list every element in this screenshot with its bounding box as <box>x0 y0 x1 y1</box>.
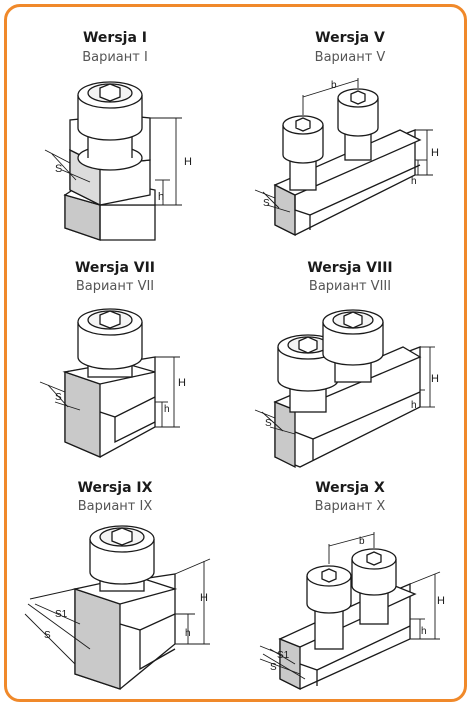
variant-viii-cell: Wersja VIII Вариант VIII H h S <box>235 232 465 469</box>
dim-h-label: h <box>185 628 191 639</box>
variant-viii-title: Wersja VIII <box>307 260 393 276</box>
dim-H-label: H <box>437 595 445 607</box>
variant-x-drawing: b S1 S H h <box>259 532 445 691</box>
dim-s1-label: S1 <box>277 650 290 661</box>
dim-h-label: h <box>411 400 417 411</box>
dim-s-label: S <box>55 163 62 175</box>
dim-h-label: h <box>421 626 427 637</box>
dim-H-label: H <box>200 592 208 604</box>
hex-socket-icon <box>111 527 133 546</box>
variant-v-title: Wersja V <box>315 30 385 46</box>
hex-socket-icon <box>99 310 121 329</box>
dim-s-label: S <box>270 662 277 673</box>
hex-socket-icon <box>99 83 121 102</box>
hex-socket-icon <box>295 117 311 132</box>
dim-s-label: S <box>55 392 62 403</box>
dim-h-label: h <box>164 404 170 415</box>
dim-H-label: H <box>431 147 439 159</box>
dim-H-label: H <box>178 377 186 389</box>
dim-s-label: S <box>263 198 270 209</box>
dim-s-label: S <box>265 418 272 429</box>
variant-vii-subtitle: Вариант VII <box>75 279 155 294</box>
variant-v-screw-1 <box>282 125 324 164</box>
variant-i-cell: Wersja I Вариант I H h S <box>0 0 230 241</box>
variant-vii-title: Wersja VII <box>74 260 156 276</box>
hex-socket-icon <box>350 90 366 105</box>
dim-s-label: S <box>44 630 51 641</box>
variant-ix-subtitle: Вариант IX <box>77 499 153 514</box>
variant-i-title: Wersja I <box>82 30 147 46</box>
variant-x-title: Wersja X <box>315 480 385 496</box>
variant-ix-cell: Wersja IX Вариант IX S1 S H h <box>0 464 230 696</box>
variant-v-screw-2 <box>337 98 379 137</box>
variant-v-cell: Wersja V Вариант V b H h S <box>235 0 465 237</box>
variant-i-drawing: H h S <box>44 81 192 241</box>
dim-b-label: b <box>331 80 337 91</box>
hex-socket-icon <box>298 336 318 354</box>
variant-v-drawing: b H h S <box>254 78 439 237</box>
dim-s1-label: S1 <box>55 609 68 620</box>
variant-viii-drawing: H h S <box>254 309 439 469</box>
hex-socket-icon <box>366 551 382 566</box>
variant-ix-title: Wersja IX <box>77 480 153 496</box>
variant-x-subtitle: Вариант X <box>314 499 386 514</box>
variant-v-subtitle: Вариант V <box>314 50 386 65</box>
dim-h-label: h <box>158 191 164 203</box>
variant-viii-subtitle: Вариант VIII <box>308 279 392 294</box>
variant-i-subtitle: Вариант I <box>82 50 148 65</box>
dim-h-label: h <box>411 176 417 187</box>
variant-ix-drawing: S1 S H h <box>24 525 211 690</box>
hex-socket-icon <box>343 311 363 329</box>
variant-vii-cell: Wersja VII Вариант VII H h S <box>0 232 230 464</box>
dim-b-label: b <box>359 536 365 547</box>
dim-H-label: H <box>431 373 439 385</box>
variant-vii-drawing: H h S <box>39 308 186 458</box>
dim-H-label: H <box>184 156 192 168</box>
variant-x-cell: Wersja X Вариант X b S1 S H h <box>235 464 465 696</box>
hex-socket-icon <box>321 568 337 583</box>
